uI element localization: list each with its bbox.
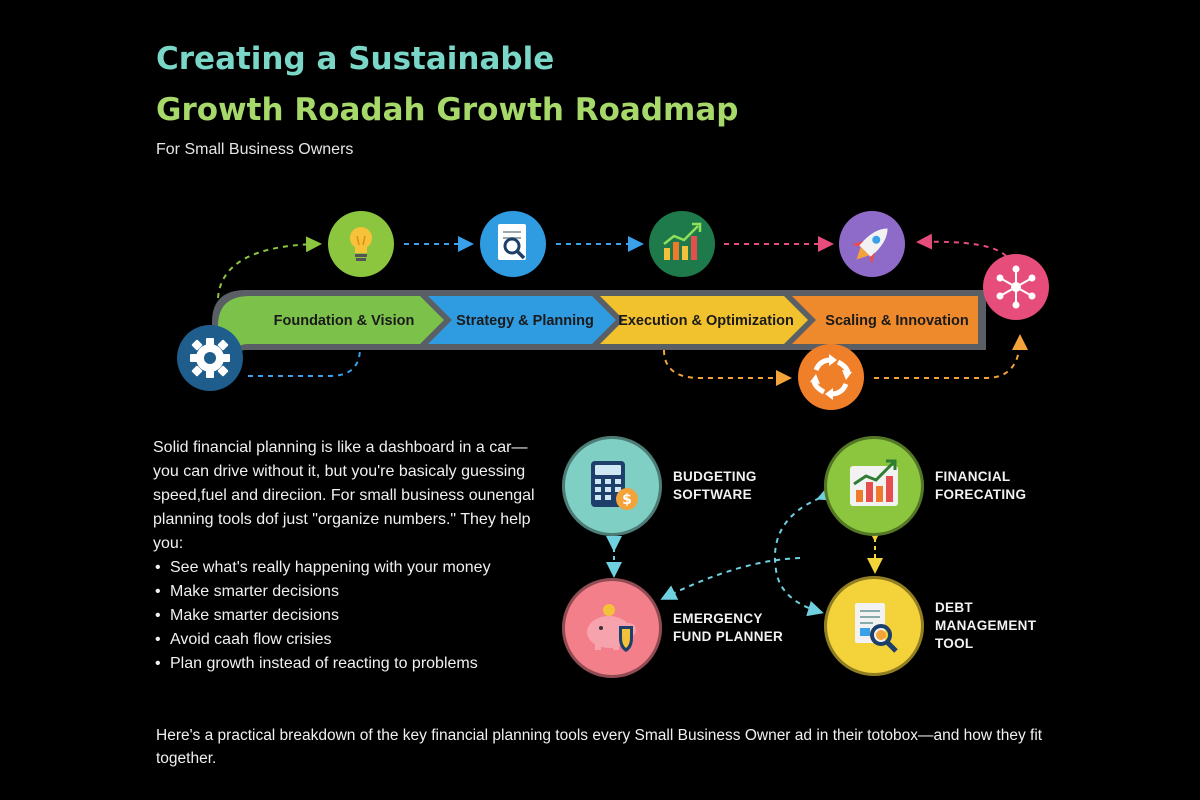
stage-label-foundation: Foundation & Vision bbox=[274, 313, 415, 329]
svg-text:$: $ bbox=[622, 492, 632, 508]
intro-text: Solid financial planning is like a dashb… bbox=[153, 436, 543, 676]
page-title: Creating a Sustainable Growth Roadah Gro… bbox=[156, 34, 738, 136]
tool-emergency-fund-planner: EMERGENCY FUND PLANNER bbox=[562, 578, 813, 678]
budgeting-label-line-1: BUDGETING bbox=[673, 469, 757, 484]
rocket-icon bbox=[839, 211, 905, 277]
budgeting-label: BUDGETING SOFTWARE bbox=[673, 468, 813, 504]
forecasting-label: FINANCIAL FORECATING bbox=[935, 468, 1075, 504]
debt-label: DEBT MANAGEMENT TOOL bbox=[935, 599, 1075, 653]
road-segment-strategy bbox=[428, 296, 616, 344]
forecasting-label-line-2: FORECATING bbox=[935, 487, 1027, 502]
title-line-1: Creating a Sustainable bbox=[156, 41, 555, 77]
bullet-item: See what's really happening with your mo… bbox=[153, 556, 543, 580]
road-segment-execution bbox=[600, 296, 808, 344]
connector-cycle-to-network bbox=[874, 334, 1028, 379]
debt-label-line-2: MANAGEMENT TOOL bbox=[935, 618, 1037, 651]
forecasting-label-line-1: FINANCIAL bbox=[935, 469, 1011, 484]
gear-icon bbox=[177, 325, 243, 391]
subtitle: For Small Business Owners bbox=[156, 141, 354, 158]
piggy-bank-icon bbox=[562, 578, 662, 678]
footer-text: Here's a practical breakdown of the key … bbox=[156, 727, 1043, 767]
road-segment-scaling bbox=[792, 296, 978, 344]
emergency-label-line-2: FUND PLANNER bbox=[673, 629, 784, 644]
stage-label-scaling: Scaling & Innovation bbox=[825, 313, 968, 329]
emergency-label-line-1: EMERGENCY bbox=[673, 611, 763, 626]
emergency-label: EMERGENCY FUND PLANNER bbox=[673, 610, 813, 646]
debt-label-line-1: DEBT bbox=[935, 600, 973, 615]
roadmap-diagram: Foundation & Vision Strategy & Planning … bbox=[177, 211, 1049, 410]
network-icon bbox=[983, 254, 1049, 320]
debt-document-icon bbox=[824, 576, 924, 676]
intro-paragraph: Solid financial planning is like a dashb… bbox=[153, 439, 535, 552]
cycle-arrows-icon bbox=[798, 344, 864, 410]
connector-network-to-rocket bbox=[916, 233, 1007, 257]
tool-debt-management: DEBT MANAGEMENT TOOL bbox=[824, 576, 1075, 676]
budgeting-label-line-2: SOFTWARE bbox=[673, 487, 752, 502]
connector-gear-bottom bbox=[248, 347, 361, 377]
lightbulb-icon bbox=[328, 211, 394, 277]
bullet-item: Avoid caah flow crisies bbox=[153, 628, 543, 652]
growth-chart-icon bbox=[649, 211, 715, 277]
stage-label-strategy: Strategy & Planning bbox=[456, 313, 594, 329]
connector-execution-to-cycle bbox=[663, 349, 792, 386]
document-search-icon bbox=[480, 211, 546, 277]
bullet-item: Make smarter decisions bbox=[153, 580, 543, 604]
road-segment-foundation bbox=[218, 296, 444, 358]
tool-financial-forecasting: FINANCIAL FORECATING bbox=[824, 436, 1075, 536]
title-line-2: Growth Roadah Growth Roadmap bbox=[156, 92, 739, 128]
connector-gear-to-bulb bbox=[217, 236, 322, 299]
stage-label-execution: Execution & Optimization bbox=[618, 313, 794, 329]
forecast-chart-icon bbox=[824, 436, 924, 536]
calculator-icon: $ bbox=[562, 436, 662, 536]
bullet-item: Make smarter decisions bbox=[153, 604, 543, 628]
intro-bullets: See what's really happening with your mo… bbox=[153, 556, 543, 676]
bullet-item: Plan growth instead of reacting to probl… bbox=[153, 652, 543, 676]
tool-budgeting-software: $ BUDGETING SOFTWARE bbox=[562, 436, 813, 536]
